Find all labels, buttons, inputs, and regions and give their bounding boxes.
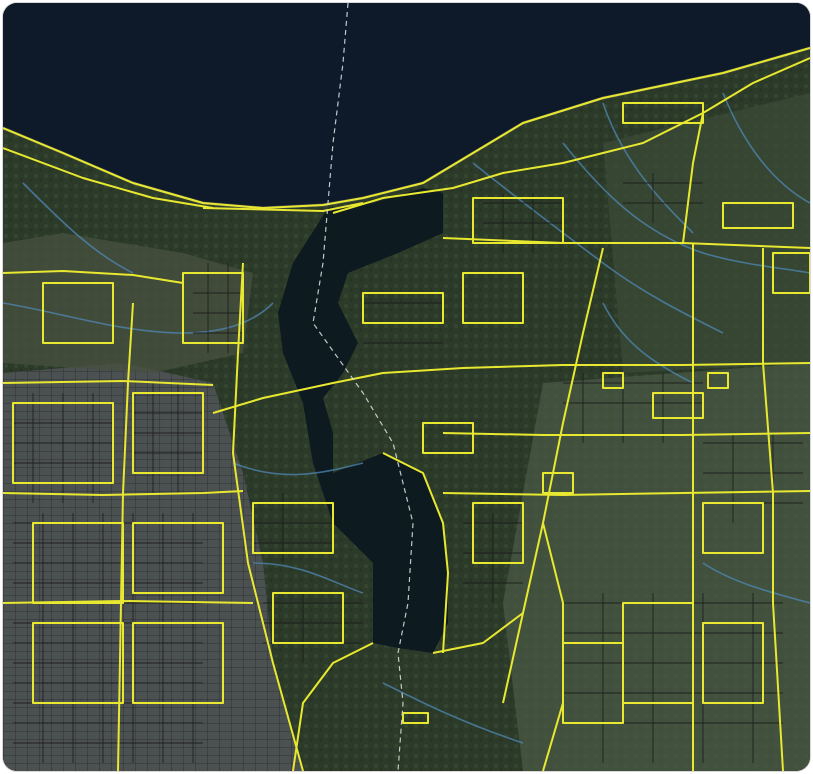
streams bbox=[3, 92, 810, 744]
major-parcels bbox=[3, 47, 810, 771]
urban-area-west bbox=[3, 363, 303, 771]
bay-water bbox=[278, 188, 448, 653]
farmland-northeast bbox=[603, 93, 810, 373]
jurisdiction-boundary bbox=[312, 3, 414, 771]
aerial-parcel-map[interactable] bbox=[3, 3, 810, 771]
farmland-east bbox=[503, 363, 810, 771]
map-viewport[interactable] bbox=[3, 3, 810, 771]
lake-water bbox=[3, 3, 810, 208]
urban-area-northwest bbox=[3, 233, 253, 373]
